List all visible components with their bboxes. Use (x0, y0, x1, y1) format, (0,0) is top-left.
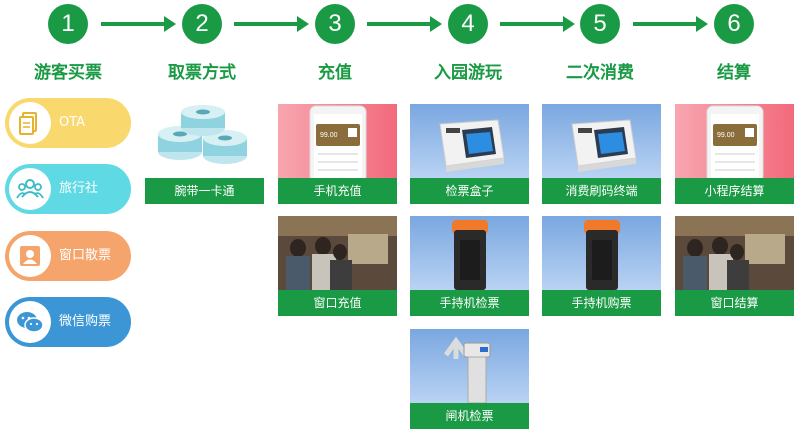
channel-wechat-label: 微信购票 (59, 314, 112, 329)
card-mobile-recharge-label: 手机充值 (278, 178, 397, 204)
phone-settle-image: 99.00 (675, 104, 794, 178)
card-handheld-buy: 手持机购票 (542, 216, 661, 316)
card-handheld-check-label: 手持机检票 (410, 290, 529, 316)
step-2-circle: 2 (182, 4, 222, 44)
handheld-image (410, 216, 529, 290)
card-window-settle: 窗口结算 (675, 216, 794, 316)
gate-image (410, 329, 529, 403)
card-ticket-box: 检票盒子 (410, 104, 529, 204)
arrow-2-3 (234, 16, 309, 32)
channel-travel-agency: 旅行社 (5, 164, 131, 214)
card-gate-check: 闸机检票 (410, 329, 529, 429)
step-5-circle: 5 (580, 4, 620, 44)
step-2-label: 取票方式 (168, 63, 236, 83)
step-3-label: 充值 (318, 63, 352, 83)
card-pos-terminal: 消费刷码终端 (542, 104, 661, 204)
card-window-recharge: 窗口充值 (278, 216, 397, 316)
channel-ota-label: OTA (59, 115, 86, 130)
card-wristband: 腕带一卡通 (145, 104, 264, 204)
portrait-icon (9, 235, 51, 277)
step-1-label: 游客买票 (34, 63, 102, 83)
phone-amount: 99.00 (320, 132, 338, 139)
arrow-3-4 (367, 16, 442, 32)
channel-window-ticket-label: 窗口散票 (59, 248, 112, 263)
group-icon (9, 168, 51, 210)
card-gate-check-label: 闸机检票 (410, 403, 529, 429)
card-ticket-box-label: 检票盒子 (410, 178, 529, 204)
channel-wechat: 微信购票 (5, 297, 131, 347)
wristband-image (145, 104, 264, 178)
step-5-label: 二次消费 (566, 63, 634, 83)
step-3-circle: 3 (315, 4, 355, 44)
card-handheld-check: 手持机检票 (410, 216, 529, 316)
handheld-buy-image (542, 216, 661, 290)
arrow-4-5 (500, 16, 575, 32)
window-settle-photo (675, 216, 794, 290)
card-miniapp-settle: 99.00 小程序结算 (675, 104, 794, 204)
card-handheld-buy-label: 手持机购票 (542, 290, 661, 316)
card-window-settle-label: 窗口结算 (675, 290, 794, 316)
card-wristband-label: 腕带一卡通 (145, 178, 264, 204)
channel-travel-agency-label: 旅行社 (59, 181, 99, 196)
phone-settle-amount: 99.00 (717, 132, 735, 139)
channel-ota: OTA (5, 98, 131, 148)
wechat-icon (9, 301, 51, 343)
channel-window-ticket: 窗口散票 (5, 231, 131, 281)
card-miniapp-settle-label: 小程序结算 (675, 178, 794, 204)
step-4-label: 入园游玩 (434, 63, 502, 83)
phone-image: 99.00 (278, 104, 397, 178)
pos-terminal-image (542, 104, 661, 178)
window-photo (278, 216, 397, 290)
ticket-box-image (410, 104, 529, 178)
arrow-5-6 (633, 16, 708, 32)
step-6-label: 结算 (717, 63, 751, 83)
step-6-circle: 6 (714, 4, 754, 44)
card-pos-terminal-label: 消费刷码终端 (542, 178, 661, 204)
step-4-circle: 4 (448, 4, 488, 44)
step-1-circle: 1 (48, 4, 88, 44)
document-icon (9, 102, 51, 144)
card-mobile-recharge: 99.00 手机充值 (278, 104, 397, 204)
card-window-recharge-label: 窗口充值 (278, 290, 397, 316)
arrow-1-2 (101, 16, 176, 32)
